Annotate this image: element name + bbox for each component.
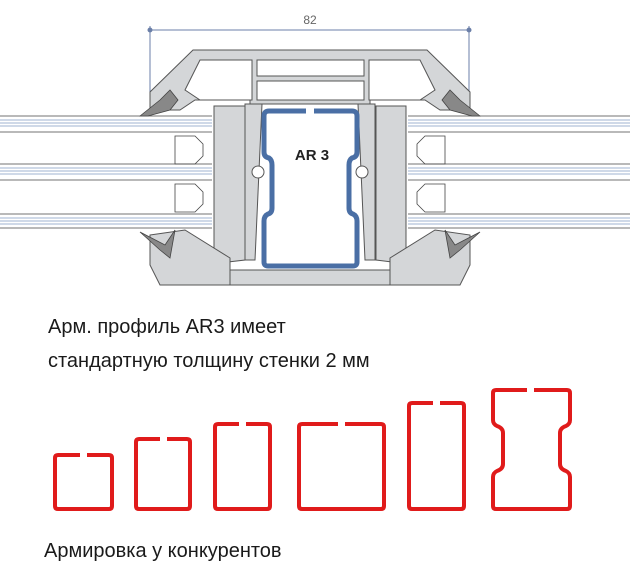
competitor-reinforcements xyxy=(53,388,572,511)
seal-gaskets xyxy=(138,89,482,259)
competitor-profile-2 xyxy=(134,437,192,511)
ar3-reinforcement xyxy=(261,108,360,269)
caption-line-2: стандартную толщину стенки 2 мм xyxy=(48,350,370,372)
competitor-profile-1 xyxy=(53,453,114,511)
competitor-profile-5 xyxy=(407,401,466,511)
aluminium-profile xyxy=(149,49,471,286)
dimension-label: 82 xyxy=(303,13,317,27)
competitor-profile-4 xyxy=(297,422,386,511)
competitor-profile-6 xyxy=(491,388,572,511)
dimension-line xyxy=(147,26,472,95)
polycarbonate-sheets xyxy=(0,115,630,229)
competitors-caption: Армировка у конкурентов xyxy=(44,540,282,562)
profile-label: AR 3 xyxy=(295,147,329,164)
competitor-profile-3 xyxy=(213,422,272,511)
caption-line-1: Арм. профиль AR3 имеет xyxy=(48,316,286,338)
